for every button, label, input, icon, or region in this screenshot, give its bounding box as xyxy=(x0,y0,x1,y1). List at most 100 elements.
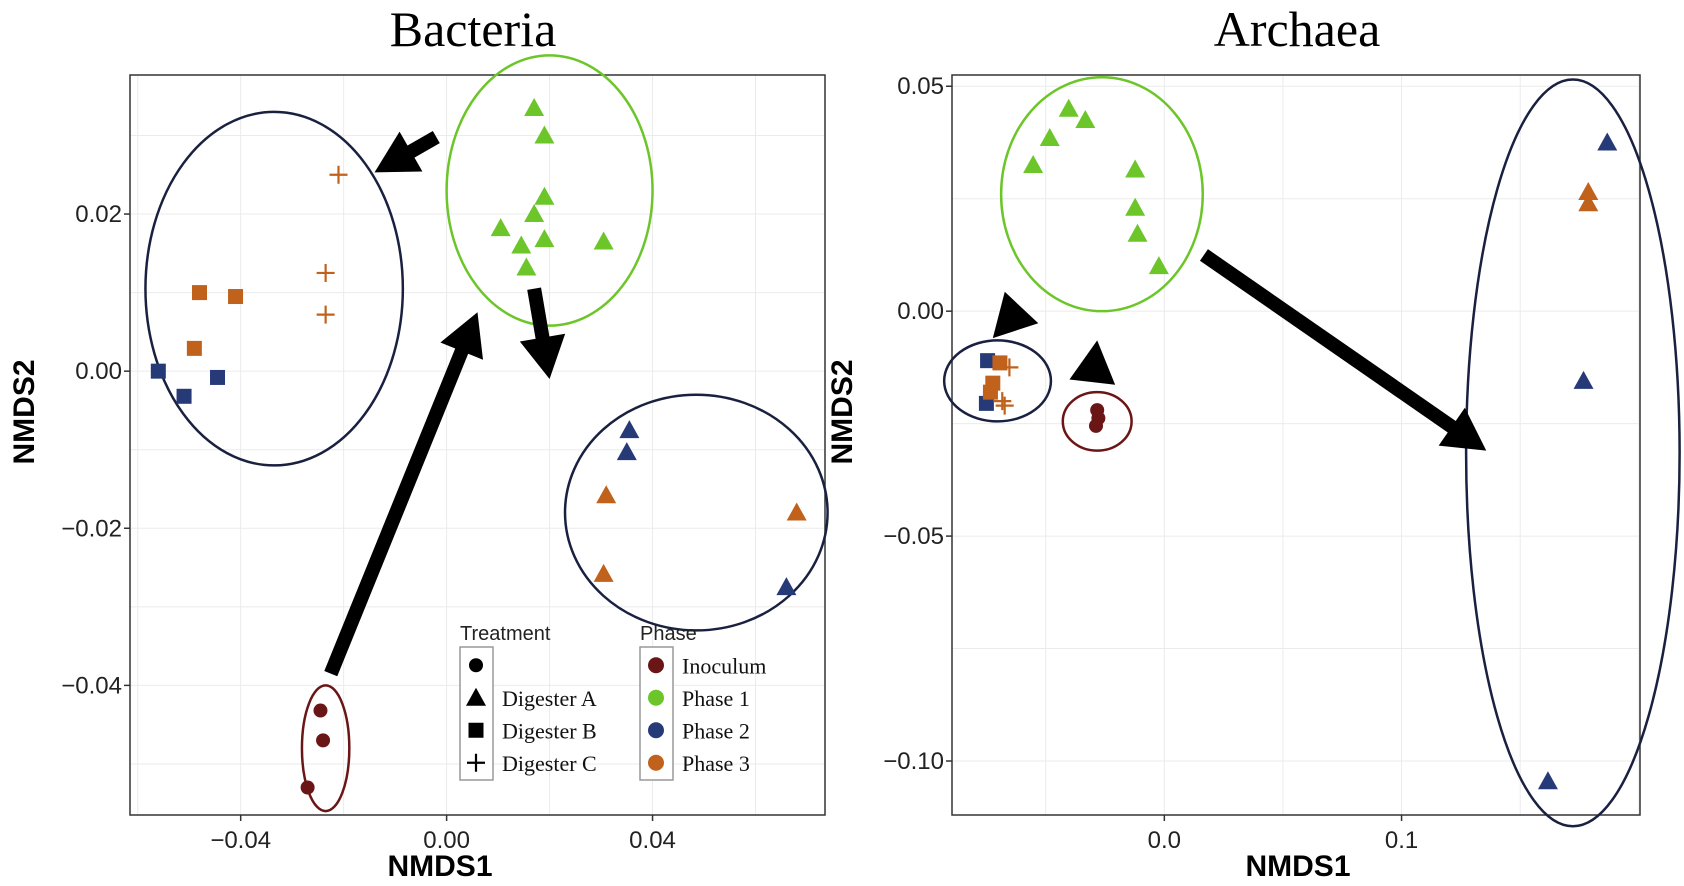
bacteria-y-tick-label: 0.02 xyxy=(75,201,122,228)
archaea-y-axis-label: NMDS2 xyxy=(826,359,859,464)
archaea-plot-background xyxy=(952,75,1640,815)
bacteria-point-triangle xyxy=(516,257,537,276)
archaea-cluster-ellipse xyxy=(1464,78,1681,828)
bacteria-point-plus xyxy=(329,165,348,184)
archaea-point-triangle xyxy=(1127,223,1148,242)
archaea-cluster-ellipse xyxy=(1061,390,1133,452)
bacteria-point-triangle xyxy=(524,97,545,116)
bacteria-title: Bacteria xyxy=(390,1,557,57)
archaea-transition-arrow-head xyxy=(992,291,1039,339)
bacteria-x-tick-label: −0.04 xyxy=(210,827,271,854)
bacteria-cluster-ellipse xyxy=(300,684,351,813)
bacteria-y-axis-label: NMDS2 xyxy=(8,359,41,464)
bacteria-y-tick-label: −0.02 xyxy=(61,515,122,542)
bacteria-point-triangle xyxy=(786,502,807,521)
archaea-transition-arrow xyxy=(1069,340,1116,385)
archaea-y-tick-label: −0.10 xyxy=(883,748,944,775)
archaea-point-triangle xyxy=(1597,132,1618,151)
bacteria-y-tick-label: 0.00 xyxy=(75,358,122,385)
archaea-point-triangle xyxy=(1125,197,1146,216)
bacteria-transition-arrow-shaft xyxy=(527,287,550,341)
archaea-plot-border xyxy=(951,74,1641,816)
legend-phase-key xyxy=(648,754,664,771)
bacteria-point-square xyxy=(150,363,166,379)
bacteria-transition-arrow xyxy=(374,130,440,173)
legend-treatment-title: Treatment xyxy=(460,623,551,645)
archaea-point-square xyxy=(980,353,996,369)
archaea-x-axis-label: NMDS1 xyxy=(1245,850,1350,883)
archaea-point-triangle xyxy=(1023,154,1044,173)
bacteria-y-tick-label: −0.04 xyxy=(61,672,122,699)
bacteria-point-triangle xyxy=(596,485,617,504)
bacteria-point-triangle xyxy=(593,563,614,582)
bacteria-point-circle xyxy=(313,703,328,718)
archaea-plot-area xyxy=(951,74,1641,816)
archaea-point-triangle xyxy=(1148,256,1169,275)
legend-treatment-key-plus xyxy=(467,753,485,772)
archaea-ellipses xyxy=(942,75,1681,828)
archaea-point-plus xyxy=(993,392,1012,411)
bacteria-transition-arrow-shaft xyxy=(324,346,469,677)
archaea-title: Archaea xyxy=(1214,1,1381,57)
archaea-point-square xyxy=(982,384,998,400)
bacteria-point-triangle xyxy=(619,420,640,439)
bacteria-point-square xyxy=(192,285,207,301)
bacteria-gridlines xyxy=(130,75,825,815)
bacteria-transition-arrow xyxy=(324,312,484,677)
archaea-x-tick-label: 0.0 xyxy=(1148,827,1181,854)
archaea-points xyxy=(978,98,1618,790)
legend-phase-label: Phase 1 xyxy=(682,686,750,711)
archaea-point-plus xyxy=(995,396,1014,415)
archaea-transition-arrow-head xyxy=(1069,340,1116,385)
bacteria-point-triangle xyxy=(534,186,555,205)
bacteria-point-square xyxy=(176,388,192,404)
legend-treatment-label: Digester C xyxy=(502,751,597,776)
bacteria-transition-arrow xyxy=(519,287,566,380)
bacteria-plot-border xyxy=(129,74,826,816)
bacteria-cluster-ellipse xyxy=(445,54,654,327)
bacteria-point-circle xyxy=(316,733,331,748)
legend-treatment-key-triangle xyxy=(466,687,486,706)
archaea-point-triangle xyxy=(1039,127,1060,146)
bacteria-point-plus xyxy=(316,305,335,324)
bacteria-point-circle xyxy=(300,780,315,795)
legend-phase-key xyxy=(648,689,664,706)
archaea-x-tick-label: 0.1 xyxy=(1385,827,1418,854)
archaea-cluster-ellipse xyxy=(942,339,1053,423)
archaea-transition-arrow xyxy=(992,291,1039,339)
bacteria-point-square xyxy=(210,369,226,385)
archaea-transition-arrow xyxy=(1199,249,1487,451)
bacteria-transition-arrow-shaft xyxy=(405,130,440,159)
bacteria-point-triangle xyxy=(524,204,545,223)
archaea-point-triangle xyxy=(1573,370,1594,389)
bacteria-point-square xyxy=(228,289,244,305)
bacteria-cluster-ellipse xyxy=(563,393,829,632)
legend-treatment-label: Digester B xyxy=(502,718,597,743)
legend-treatment-key-square xyxy=(468,722,484,738)
bacteria-ellipses xyxy=(144,54,829,813)
archaea-cluster-ellipse xyxy=(999,75,1205,313)
archaea-point-circle xyxy=(1089,418,1104,433)
bacteria-transition-arrow-head xyxy=(440,312,484,360)
archaea-point-triangle xyxy=(1125,159,1146,178)
legend-phase-key xyxy=(648,657,664,674)
archaea-point-triangle xyxy=(1075,109,1096,128)
bacteria-x-axis-label: NMDS1 xyxy=(387,850,492,883)
legend-phase-label: Inoculum xyxy=(682,653,766,678)
bacteria-point-triangle xyxy=(511,235,532,254)
bacteria-x-tick-label: 0.00 xyxy=(423,827,470,854)
archaea-point-triangle xyxy=(1058,98,1079,117)
bacteria-point-triangle xyxy=(616,442,637,461)
bacteria-transition-arrow-head xyxy=(519,333,566,380)
bacteria-point-triangle xyxy=(534,125,555,144)
legend-phase-label: Phase 3 xyxy=(682,751,750,776)
legend-phase-key xyxy=(648,722,664,739)
bacteria-transition-arrow-head xyxy=(374,131,423,173)
legend-phase-title: Phase xyxy=(640,623,697,645)
